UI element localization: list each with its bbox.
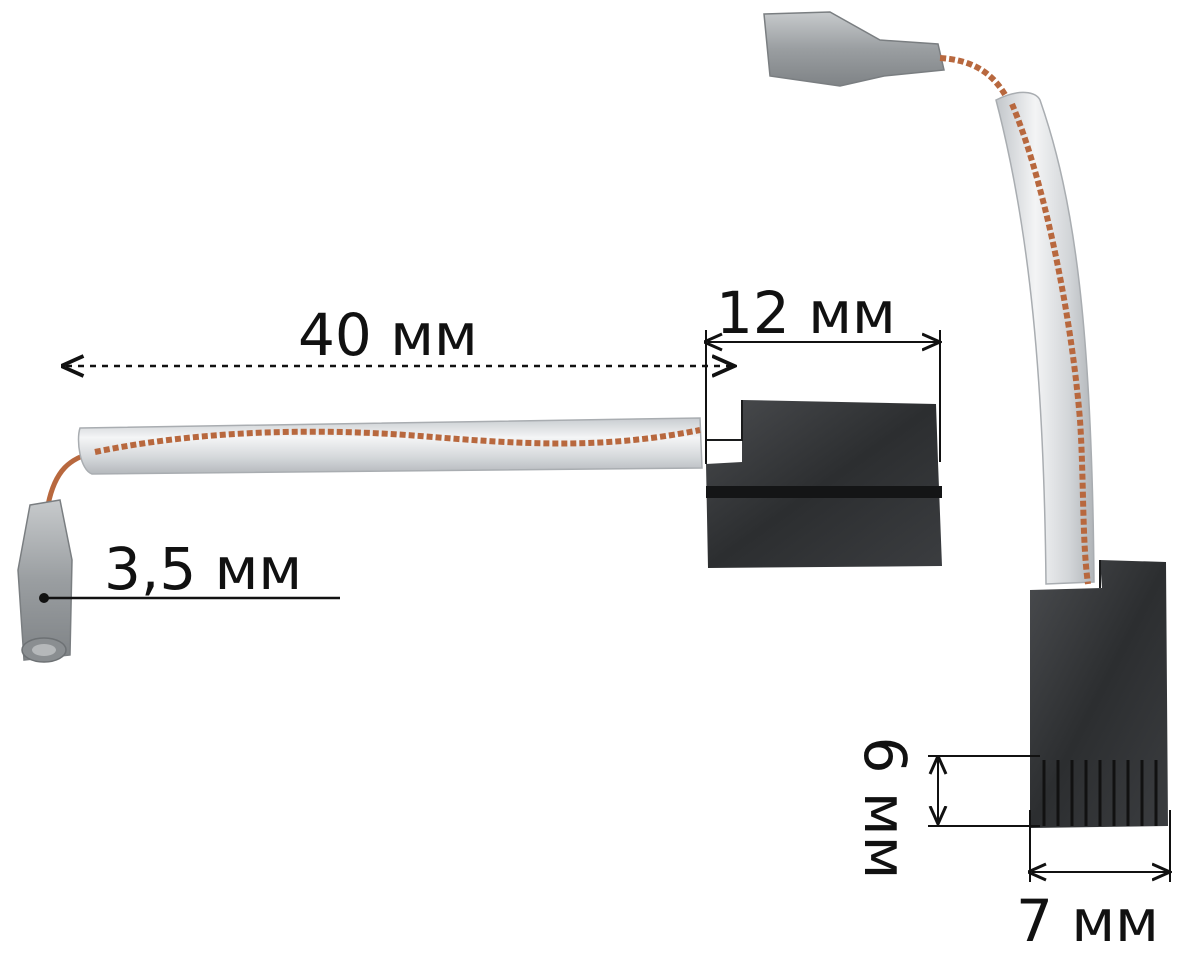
right-terminal [763, 11, 945, 87]
left-carbon-block [705, 400, 942, 568]
left-terminal [17, 499, 73, 663]
block-length-label: 12 мм [716, 279, 896, 347]
left-insulation-sleeve [77, 417, 703, 475]
right-block-grooves [1042, 760, 1158, 826]
left-carbon-brush [17, 400, 942, 663]
width-label: 7 мм [1016, 887, 1159, 955]
right-carbon-brush [763, 11, 1168, 828]
left-copper-braid [94, 427, 701, 455]
right-copper-braid [1009, 102, 1091, 585]
right-insulation-sleeve [995, 91, 1095, 585]
terminal-size-label: 3,5 мм [104, 535, 303, 603]
right-carbon-block [1030, 560, 1168, 828]
length-label: 40 мм [298, 301, 478, 369]
dimension-lines [39, 330, 1170, 882]
right-copper-lead [939, 55, 1011, 102]
height-label: 6 мм [851, 736, 919, 880]
